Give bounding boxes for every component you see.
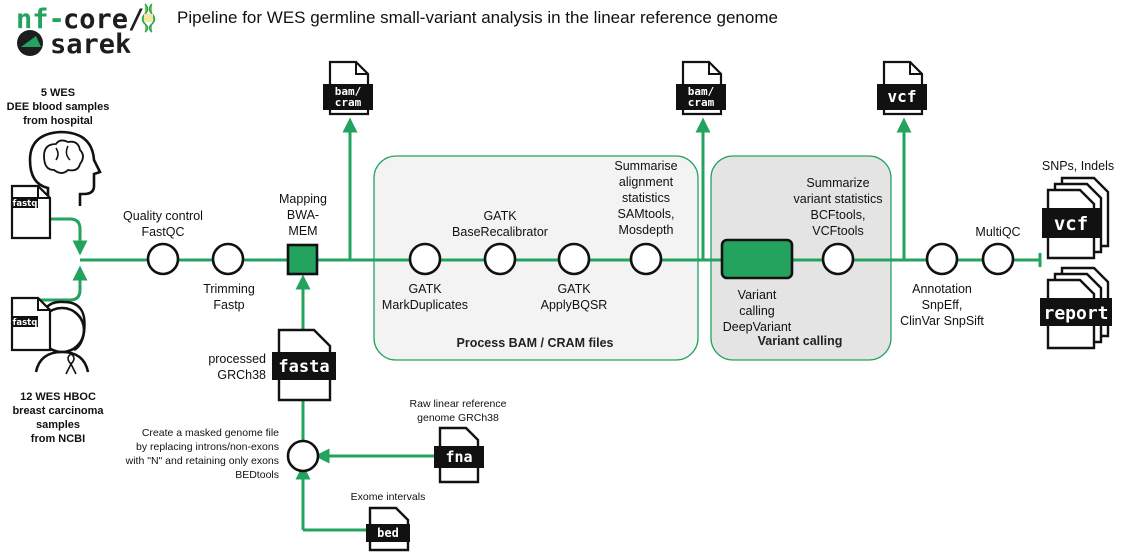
fastq-hboc-connector xyxy=(32,265,88,302)
markdup-node xyxy=(408,242,442,276)
bam-cram-label-1: bam/cram xyxy=(335,85,362,109)
diagram-title: Pipeline for WES germline small-variant … xyxy=(177,8,778,27)
snps-indels-label: SNPs, Indels xyxy=(1042,159,1114,173)
variant-calling-group xyxy=(710,155,892,361)
sarek-ship-icon xyxy=(17,30,43,56)
fastq-file-icon-1: fastq xyxy=(10,184,52,240)
nf-core-sarek-logo: nf- core/ sarek xyxy=(16,3,156,60)
fna-file-icon: fna xyxy=(434,426,484,484)
multiqc-node xyxy=(981,242,1015,276)
fasta-label: fasta xyxy=(278,357,329,377)
vcf-stack-icon: vcf xyxy=(1042,176,1110,260)
multiqc-label: MultiQC xyxy=(975,225,1020,239)
annotation-node xyxy=(925,242,959,276)
bed-file-icon: bed xyxy=(366,506,410,552)
process-bam-group-label: Process BAM / CRAM files xyxy=(457,336,614,350)
logo-core-text: core/ xyxy=(63,4,144,35)
mask-genome-node xyxy=(286,439,320,473)
vcf-label: vcf xyxy=(888,87,917,106)
fastq-tag-1: fastq xyxy=(13,199,38,209)
fna-label: fna xyxy=(445,448,472,466)
bed-label: bed xyxy=(377,526,399,540)
report-label: report xyxy=(1043,303,1108,324)
vcf-stack-label: vcf xyxy=(1054,213,1088,235)
bam-cram-file-icon-1: bam/cram xyxy=(323,60,373,116)
applybqsr-node xyxy=(557,242,591,276)
mapping-node xyxy=(286,243,319,276)
fasta-file-icon: fasta xyxy=(272,328,336,402)
fastq-file-icon-2: fastq xyxy=(10,296,52,352)
fastq-wes-connector xyxy=(32,217,88,256)
brain-head-icon xyxy=(28,130,102,206)
logo-nf-prefix: nf- xyxy=(16,4,65,35)
fastq-tag-2: fastq xyxy=(13,318,38,328)
exome-intervals-label: Exome intervals xyxy=(351,491,426,503)
qc-node xyxy=(146,242,180,276)
trimming-node xyxy=(211,242,245,276)
logo-sarek-text: sarek xyxy=(50,29,131,60)
report-stack-icon: report xyxy=(1040,266,1112,350)
baserecal-node xyxy=(483,242,517,276)
apple-core-icon xyxy=(141,3,156,33)
vcf-file-icon: vcf xyxy=(877,60,927,116)
variant-stats-node xyxy=(821,242,855,276)
process-bam-group xyxy=(373,155,699,361)
align-stats-node xyxy=(629,242,663,276)
bam-cram-file-icon-2: bam/cram xyxy=(676,60,726,116)
bam-cram-label-2: bam/cram xyxy=(688,85,715,109)
variant-calling-group-label: Variant calling xyxy=(758,334,843,348)
variant-calling-node xyxy=(720,238,794,280)
